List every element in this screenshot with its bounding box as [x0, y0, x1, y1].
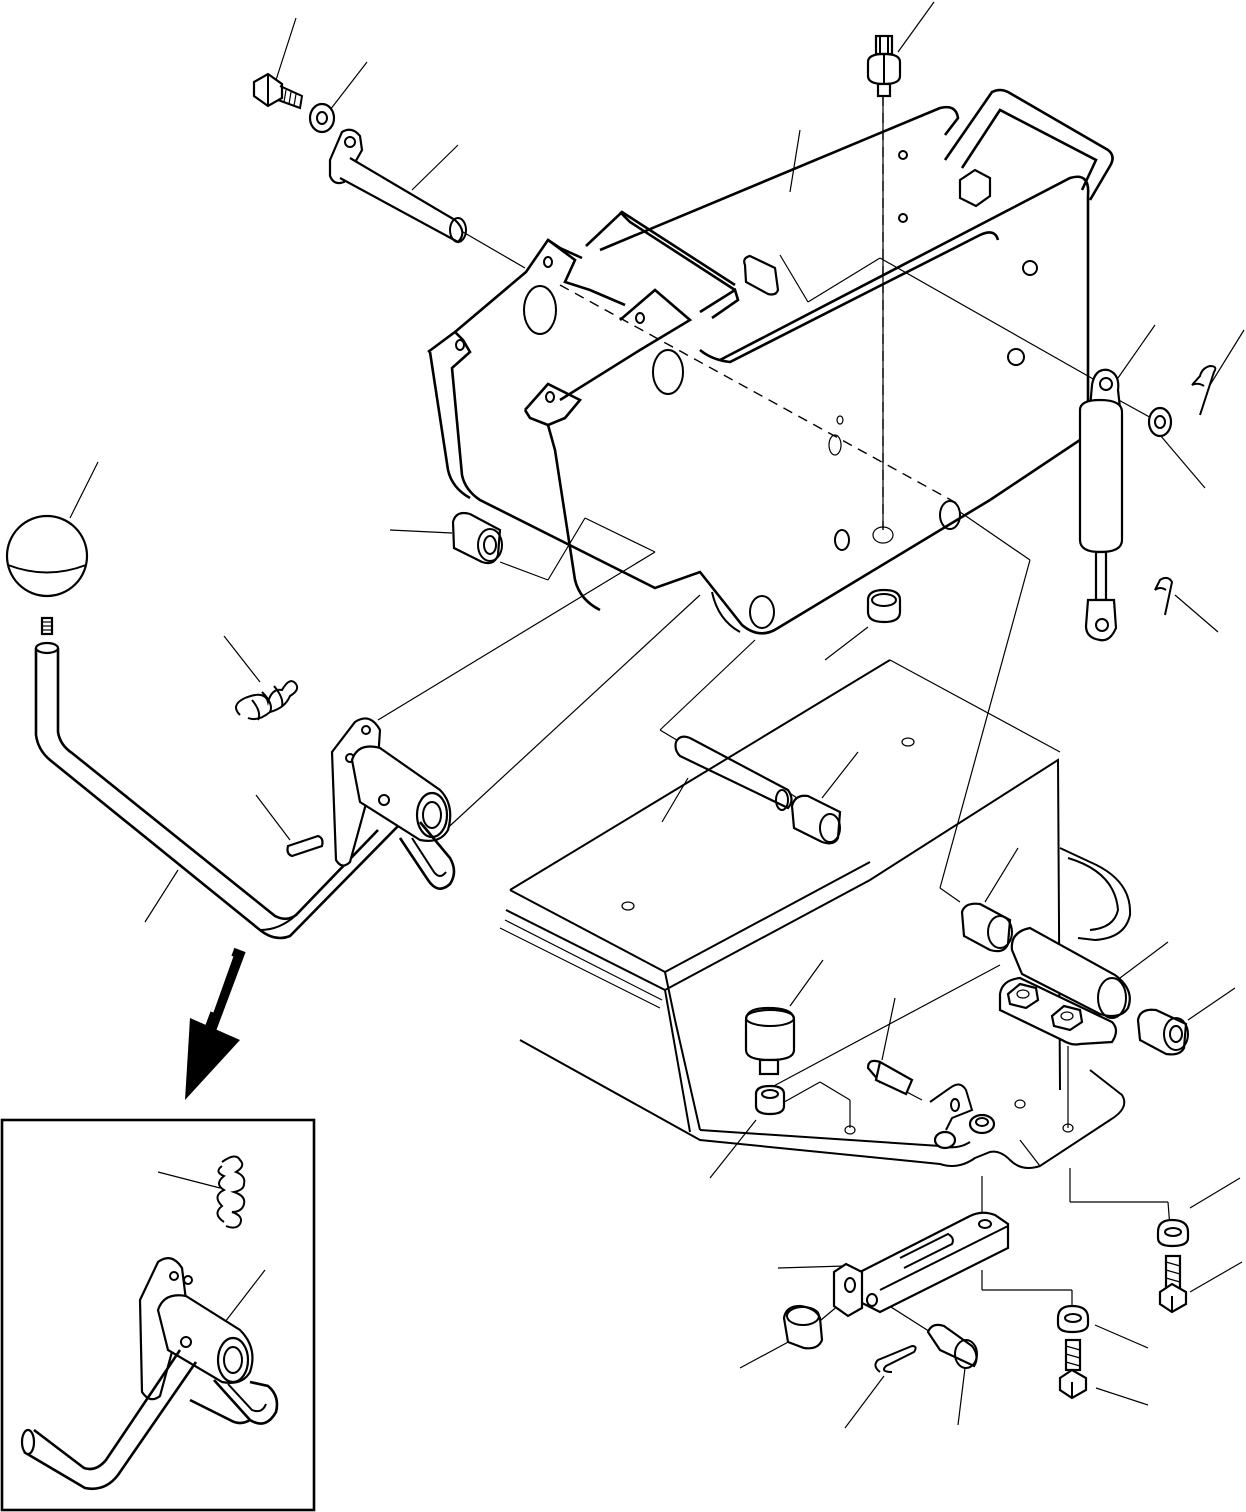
nut — [1058, 1338, 1088, 1400]
support-bracket — [427, 88, 1114, 635]
hinge-block — [998, 926, 1131, 1046]
leader-lines — [69, 1, 1245, 1429]
bushing — [451, 511, 503, 565]
stud-bolt — [866, 1059, 914, 1096]
bushing — [1136, 1008, 1189, 1056]
cotter-pin — [874, 1344, 917, 1373]
washer — [1156, 1218, 1190, 1248]
base-plate — [499, 659, 1132, 1169]
pivot-pin — [674, 735, 793, 811]
lever-bracket — [20, 1257, 279, 1490]
clevis-pin — [926, 1323, 978, 1369]
pressure-switch — [866, 34, 902, 98]
bushing — [960, 902, 1013, 953]
spacer — [782, 1304, 824, 1350]
lever-bracket — [330, 717, 456, 890]
roll-pin — [286, 834, 324, 858]
locking-nut — [754, 1084, 786, 1116]
cap-screw — [1158, 1254, 1188, 1314]
alignment-lines — [377, 96, 1171, 1336]
washer — [308, 102, 336, 134]
spring — [235, 680, 299, 721]
hinge-pin — [328, 128, 467, 244]
gas-strut — [1078, 368, 1124, 642]
washer — [1056, 1304, 1090, 1334]
cotter-pin — [1154, 364, 1217, 616]
washer — [1147, 406, 1173, 438]
locking-nut — [866, 588, 902, 624]
hinge-axis-lines — [559, 96, 961, 530]
rubber-stop — [744, 1006, 796, 1076]
hex-bolt — [252, 72, 304, 110]
control-knob — [5, 514, 89, 636]
detail-inset — [0, 1118, 316, 1512]
control-lever — [34, 641, 403, 940]
spacer — [790, 794, 842, 845]
spring — [216, 1155, 246, 1229]
detail-arrow — [185, 947, 246, 1100]
latch-plate — [832, 1211, 1010, 1318]
